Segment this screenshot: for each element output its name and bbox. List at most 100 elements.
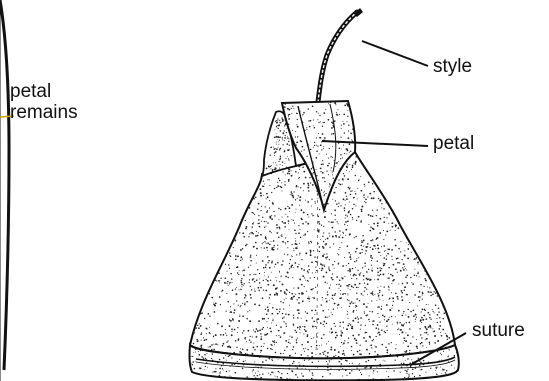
stipple-dot [325, 193, 326, 194]
stipple-dot [433, 311, 434, 312]
stipple-dot [395, 348, 396, 349]
stipple-dot [433, 331, 434, 332]
stipple-dot [332, 273, 333, 274]
stipple-dot [296, 339, 297, 340]
stipple-dot [238, 223, 239, 224]
stipple-dot [291, 193, 292, 194]
stipple-dot [456, 321, 457, 322]
stipple-dot [447, 356, 448, 357]
stipple-dot [283, 132, 284, 133]
stipple-dot [419, 291, 421, 293]
stipple-dot [370, 366, 372, 368]
stipple-dot [355, 175, 356, 176]
stipple-dot [398, 212, 399, 213]
stipple-dot [325, 298, 326, 299]
stipple-dot [291, 191, 293, 193]
stipple-dot [452, 300, 453, 301]
stipple-dot [321, 164, 323, 166]
stipple-dot [388, 319, 390, 321]
stipple-dot [215, 371, 217, 373]
stipple-dot [281, 234, 282, 235]
stipple-dot [322, 163, 323, 164]
stipple-dot [296, 186, 298, 188]
stipple-dot [230, 221, 231, 222]
stipple-dot [235, 219, 236, 220]
stipple-dot [341, 128, 342, 129]
stipple-dot [295, 374, 297, 376]
stipple-dot [347, 314, 348, 315]
stipple-dot [282, 165, 283, 166]
stipple-dot [453, 248, 454, 249]
stipple-dot [405, 332, 406, 333]
stipple-dot [217, 179, 219, 181]
stipple-dot [308, 272, 309, 273]
stipple-dot [250, 232, 251, 233]
stipple-dot [240, 154, 241, 155]
stipple-dot [249, 339, 250, 340]
stipple-dot [392, 226, 394, 228]
stipple-dot [424, 174, 425, 175]
stipple-dot [204, 169, 205, 170]
stipple-dot [309, 269, 310, 270]
stipple-dot [278, 128, 279, 129]
stipple-dot [210, 333, 211, 334]
stipple-dot [392, 305, 393, 306]
stipple-dot [424, 173, 426, 175]
stipple-dot [210, 179, 211, 180]
stipple-dot [229, 161, 230, 162]
stipple-dot [329, 148, 330, 149]
stipple-dot [436, 194, 437, 195]
stipple-dot [411, 181, 412, 182]
stipple-dot [340, 346, 341, 347]
stipple-dot [316, 157, 318, 159]
stipple-dot [301, 373, 302, 374]
stipple-dot [340, 235, 341, 236]
stipple-dot [359, 179, 360, 180]
stipple-dot [427, 211, 429, 213]
stipple-dot [383, 239, 384, 240]
stipple-dot [446, 255, 448, 257]
stipple-dot [355, 274, 357, 276]
stipple-dot [376, 238, 378, 240]
stipple-dot [308, 243, 309, 244]
stipple-dot [213, 163, 214, 164]
stipple-dot [343, 198, 345, 200]
stipple-dot [308, 120, 309, 121]
stipple-dot [230, 234, 231, 235]
stipple-dot [406, 282, 408, 284]
stipple-dot [233, 247, 234, 248]
stipple-dot [379, 171, 381, 173]
stipple-dot [291, 113, 292, 114]
stipple-dot [379, 292, 380, 293]
stipple-dot [239, 316, 240, 317]
stipple-dot [244, 302, 245, 303]
stipple-dot [303, 212, 305, 214]
stipple-dot [227, 159, 229, 161]
stipple-dot [378, 295, 379, 296]
stipple-dot [441, 335, 443, 337]
stipple-dot [206, 163, 207, 164]
stipple-dot [409, 328, 410, 329]
stipple-dot [408, 229, 410, 231]
stipple-dot [357, 188, 358, 189]
stipple-dot [320, 239, 321, 240]
stipple-dot [189, 244, 190, 245]
stipple-dot [253, 347, 255, 349]
stipple-dot [222, 368, 223, 369]
stipple-dot [422, 293, 424, 295]
stipple-dot [444, 158, 445, 159]
stipple-dot [279, 122, 281, 124]
stipple-dot [314, 314, 315, 315]
stipple-dot [258, 203, 260, 205]
stipple-dot [262, 217, 263, 218]
stipple-dot [368, 224, 369, 225]
stipple-dot [298, 195, 299, 196]
stipple-dot [408, 169, 410, 171]
stipple-dot [284, 125, 285, 126]
stipple-dot [241, 278, 242, 279]
stipple-dot [315, 310, 317, 312]
stipple-dot [428, 213, 430, 215]
stipple-dot [279, 271, 280, 272]
stipple-dot [245, 337, 246, 338]
stipple-dot [192, 361, 194, 363]
